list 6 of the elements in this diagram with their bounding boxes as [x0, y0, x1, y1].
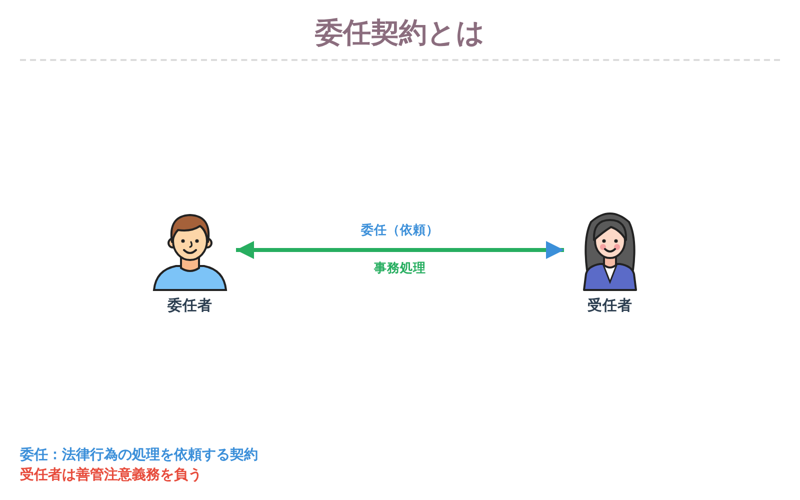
person-label: 委任者 [168, 296, 212, 316]
double-arrow [236, 241, 564, 259]
person-label: 受任者 [588, 296, 632, 316]
diagram-title: 委任契約とは [314, 15, 486, 51]
note-text: 受任者は善管注意義務を負う [20, 466, 202, 485]
note-text: 委任：法律行為の処理を依頼する契約 [20, 446, 258, 465]
